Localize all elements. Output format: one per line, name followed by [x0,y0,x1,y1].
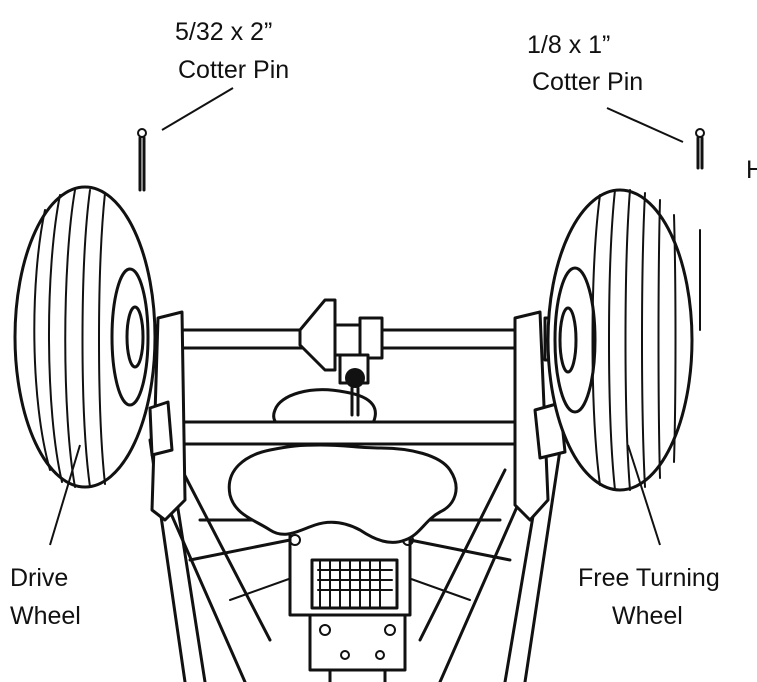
deck [227,388,458,544]
large-pin-size-label: 5/32 x 2” [175,18,272,46]
cut-off-label: H [746,156,757,184]
small-pin-size-label: 1/8 x 1” [527,31,610,59]
main-frame [123,310,575,522]
small-pin-name-label: Cotter Pin [532,68,643,96]
small-cotter-pin-icon [695,128,705,331]
drive-wheel-label-line1: Drive [10,564,68,592]
free-wheel-label-line1: Free Turning [578,564,720,592]
motor-assembly [288,518,414,682]
drive-wheel-label-line2: Wheel [10,602,81,630]
center-pulley [298,298,384,417]
leader-lines [49,87,684,546]
free-wheel-label-line2: Wheel [612,602,683,630]
large-cotter-pin-icon [137,128,147,192]
drive-wheel [13,185,157,489]
large-pin-name-label: Cotter Pin [178,56,289,84]
free-turning-wheel [546,188,694,492]
